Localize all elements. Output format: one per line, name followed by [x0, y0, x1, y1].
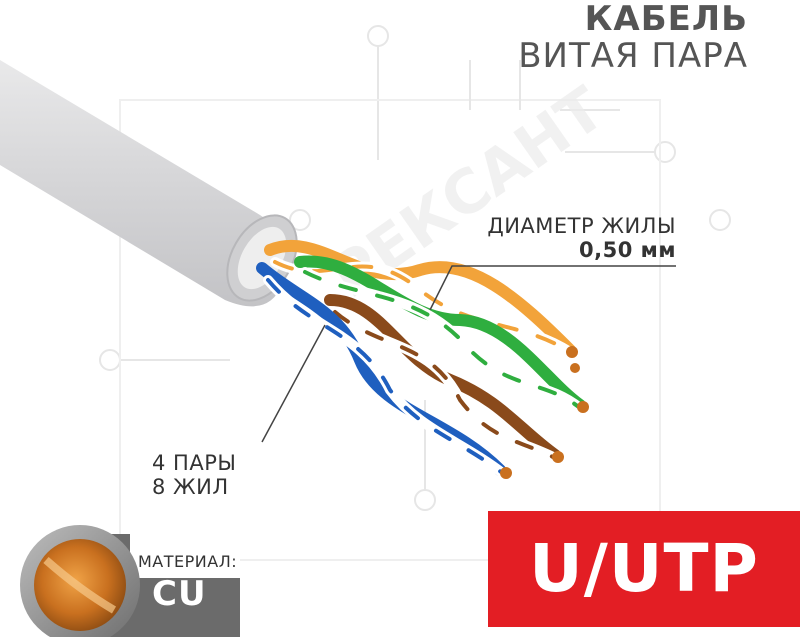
wires-count: 8 ЖИЛ [152, 475, 229, 499]
title-line-2: ВИТАЯ ПАРА [518, 36, 748, 76]
title-line-1: КАБЕЛЬ [584, 0, 748, 39]
material-icon [20, 525, 240, 637]
wire-diameter-label: ДИАМЕТР ЖИЛЫ [487, 214, 676, 238]
pairs-count: 4 ПАРЫ [152, 451, 237, 475]
material-label: МАТЕРИАЛ: [138, 552, 238, 571]
utp-badge: U/UTP [488, 511, 800, 627]
leader-lines [261, 265, 676, 443]
wire-diameter-value: 0,50 мм [579, 238, 676, 262]
twisted-pairs [256, 239, 589, 480]
wire-diameter-callout: ДИАМЕТР ЖИЛЫ 0,50 мм [452, 214, 676, 262]
pairs-callout: 4 ПАРЫ 8 ЖИЛ [152, 451, 236, 499]
product-title: КАБЕЛЬ ВИТАЯ ПАРА [518, 0, 748, 74]
material-value: CU [152, 574, 207, 614]
